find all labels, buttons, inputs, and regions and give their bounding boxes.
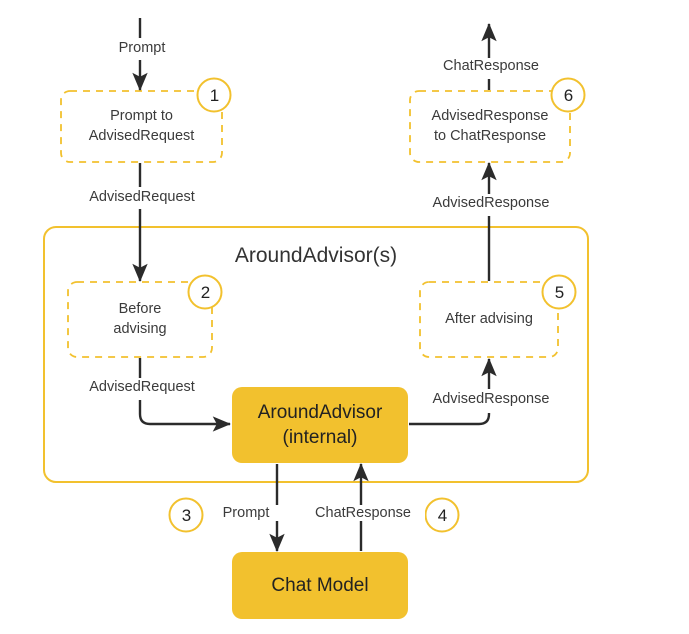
badge-circle-1 [196, 77, 232, 113]
node-box-advised-response-to-chat-response [409, 90, 571, 163]
badge-circle-3 [168, 497, 204, 533]
badge-circle-5 [541, 274, 577, 310]
edge-label-to-around-advisor [138, 400, 231, 432]
node-box-prompt-to-advised-request [60, 90, 223, 163]
badge-circle-6 [550, 77, 586, 113]
node-box-before-advising [67, 281, 213, 358]
around-advisors-container [43, 226, 589, 483]
badge-circle-2 [187, 274, 223, 310]
edge-around-advisor-to-after-advising [409, 413, 491, 426]
node-box-after-advising [419, 281, 559, 358]
node-box-chat-model [232, 552, 408, 619]
badge-circle-4 [424, 497, 460, 533]
node-box-around-advisor-internal [232, 387, 408, 463]
